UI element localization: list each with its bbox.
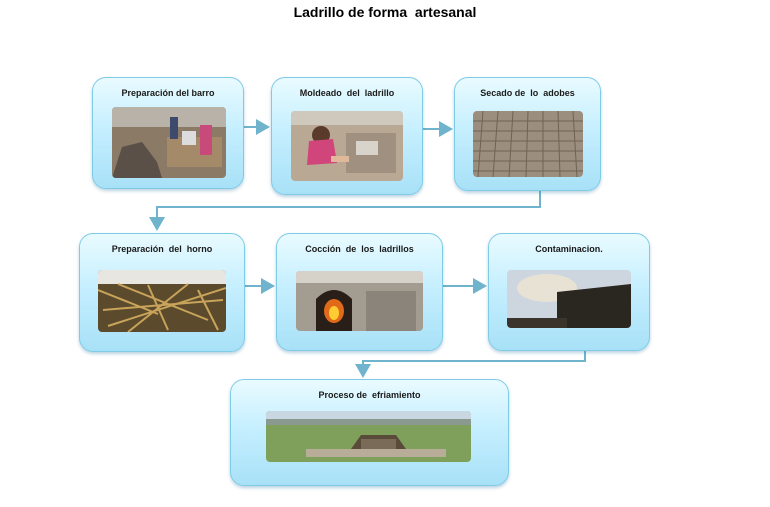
step-box-cooling: Proceso de efriamiento	[230, 379, 509, 486]
kiln-fire-photo	[296, 271, 423, 331]
smoke-pollution-photo	[507, 270, 631, 328]
step-label: Contaminacion.	[535, 244, 603, 254]
drying-adobes-photo	[473, 111, 583, 177]
step-label: Secado de lo adobes	[480, 88, 575, 98]
step-label: Preparación del barro	[121, 88, 215, 98]
step-box-drying-adobes: Secado de lo adobes	[454, 77, 601, 191]
step-label: Moldeado del ladrillo	[299, 88, 395, 98]
step-label: Cocción de los ladrillos	[305, 244, 414, 254]
cooling-field-photo	[266, 411, 471, 462]
kiln-wood-photo	[98, 270, 226, 332]
step-box-brick-firing: Cocción de los ladrillos	[276, 233, 443, 351]
step-box-brick-molding: Moldeado del ladrillo	[271, 77, 423, 195]
step-label: Preparación del horno	[111, 244, 213, 254]
arrow-6-7	[355, 350, 586, 378]
step-box-kiln-preparation: Preparación del horno	[79, 233, 245, 352]
arrow-3-4	[149, 190, 541, 231]
step-box-pollution: Contaminacion.	[488, 233, 650, 351]
mud-preparation-photo	[112, 107, 226, 178]
step-label: Proceso de efriamiento	[318, 390, 421, 400]
brick-molding-photo	[291, 111, 403, 181]
step-box-mud-preparation: Preparación del barro	[92, 77, 244, 189]
diagram-title: Ladrillo de forma artesanal	[293, 4, 477, 20]
